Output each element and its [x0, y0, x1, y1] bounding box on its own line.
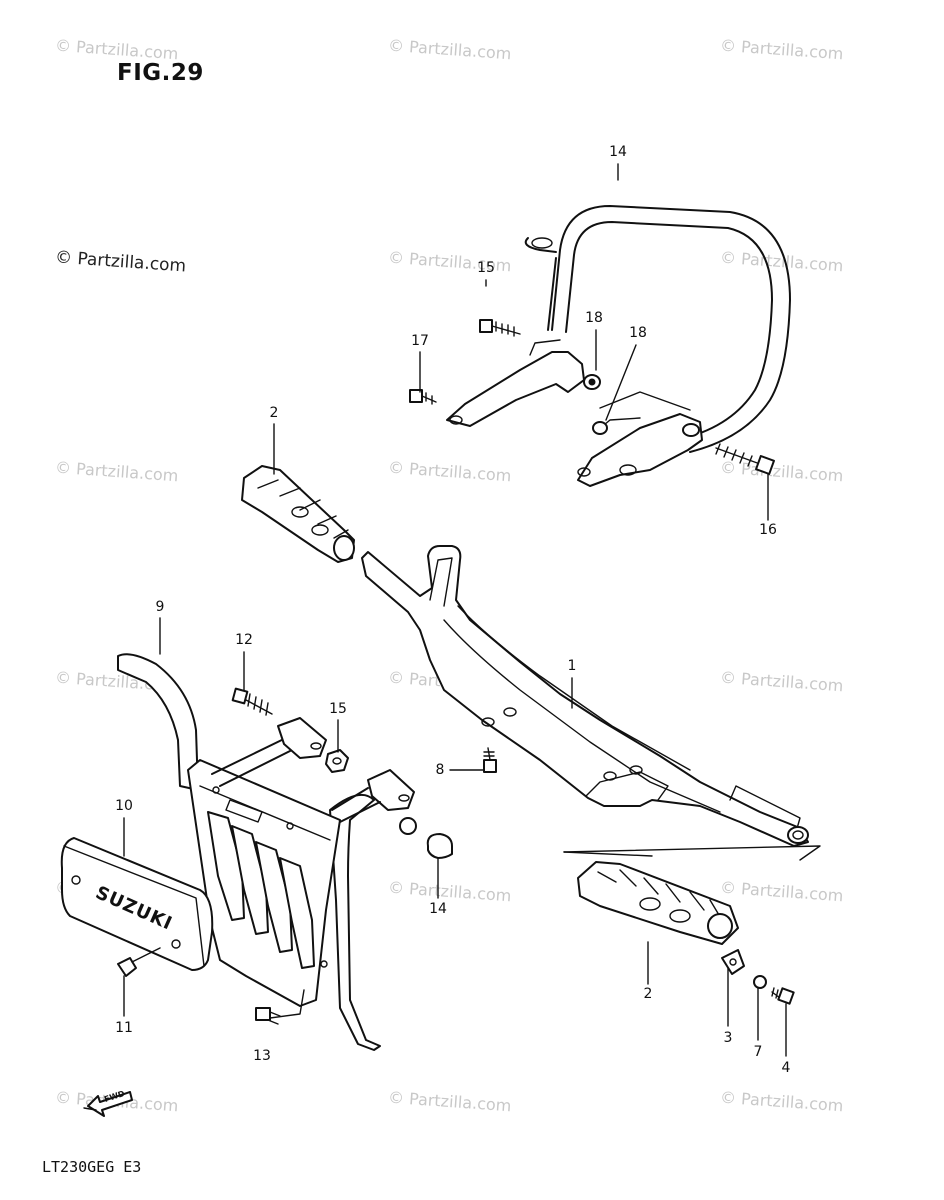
callout-14: 14	[609, 144, 627, 160]
callout-11: 13	[253, 1048, 271, 1064]
callout-6: 8	[435, 762, 445, 778]
bolt-16	[715, 443, 775, 475]
screw-9	[117, 947, 161, 977]
model-code: LT230GEG E3	[42, 1158, 142, 1176]
callout-18: 18	[585, 310, 603, 326]
cap-12	[426, 833, 453, 859]
rear-grab-bar	[446, 205, 791, 487]
callout-1: 1	[567, 658, 577, 674]
callout-16: 16	[759, 522, 777, 538]
callout-8: 10	[115, 798, 133, 814]
bolt-10	[231, 687, 273, 716]
callout-13: 15	[329, 701, 347, 717]
fwd-arrow-icon	[83, 1091, 133, 1117]
leader-lines	[123, 163, 787, 1057]
callout-9: 11	[115, 1020, 133, 1036]
bolt-6	[483, 747, 497, 773]
callout-7: 9	[155, 599, 165, 615]
bolt-4	[771, 987, 795, 1005]
callout-2: 2	[269, 405, 279, 421]
callout-12: 14	[429, 901, 447, 917]
washer-5	[753, 975, 767, 989]
figure-title: FIG.29	[117, 60, 204, 86]
callout-15: 15	[477, 260, 495, 276]
callout-18: 18	[629, 325, 647, 341]
bolt-15	[479, 319, 521, 337]
footrest-bar	[361, 545, 821, 861]
bolt-17	[409, 389, 437, 405]
footrest-rubber-right	[577, 861, 739, 945]
plate-3	[721, 949, 745, 975]
callout-10: 12	[235, 632, 253, 648]
footrest-rubber-left	[241, 465, 355, 563]
callout-5: 7	[753, 1044, 763, 1060]
callout-17: 17	[411, 333, 429, 349]
bolt-11	[255, 1007, 281, 1025]
front-guard	[117, 653, 417, 1051]
callout-2: 2	[643, 986, 653, 1002]
suzuki-emblem	[60, 837, 214, 971]
callout-4: 4	[781, 1060, 791, 1076]
nut-18a	[583, 374, 601, 390]
callout-3: 3	[723, 1030, 733, 1046]
nut-18b	[592, 421, 608, 435]
nut-13	[325, 749, 349, 773]
